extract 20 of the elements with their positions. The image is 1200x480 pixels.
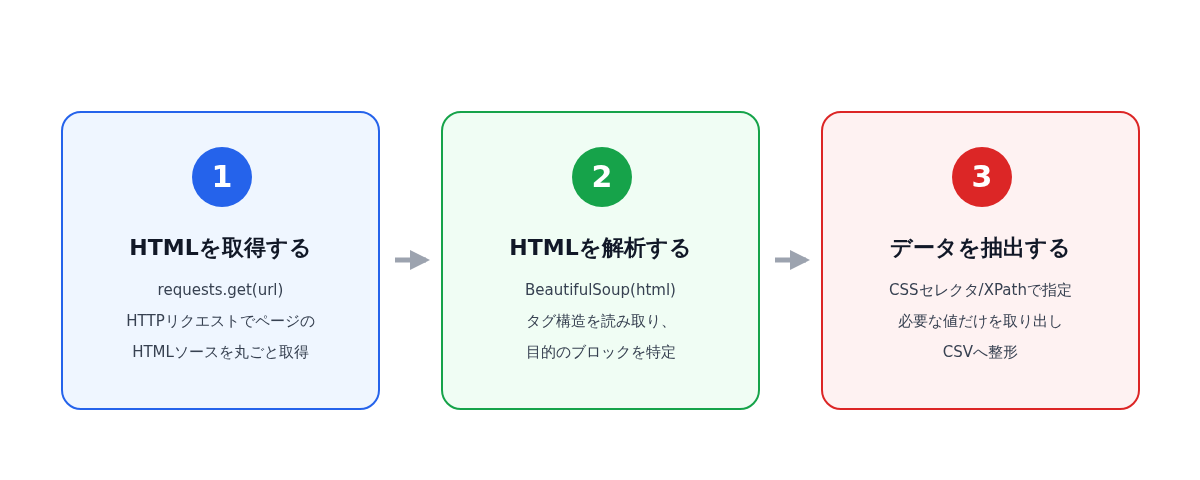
step-description: 必要な値だけを取り出し [897,312,1064,331]
step-card [441,111,760,410]
step-number: 1 [192,147,252,207]
step-title: HTMLを解析する [508,234,693,262]
step-card [61,111,380,410]
step-number: 2 [572,147,632,207]
step-description: BeautifulSoup(html) [524,281,677,299]
step-description: HTMLソースを丸ごと取得 [131,343,310,362]
step-description: CSSセレクタ/XPathで指定 [888,281,1073,300]
step-description: requests.get(url) [156,281,285,299]
step-card [821,111,1140,410]
arrow [395,250,430,270]
step-title: データを抽出する [889,234,1072,262]
step-description: タグ構造を読み取り、 [524,312,677,331]
arrow [775,250,810,270]
step-number: 3 [952,147,1012,207]
step-description: HTTPリクエストでページの [125,312,316,331]
step-description: CSVへ整形 [941,343,1020,362]
step-title: HTMLを取得する [128,234,313,262]
step-description: 目的のブロックを特定 [524,343,677,362]
